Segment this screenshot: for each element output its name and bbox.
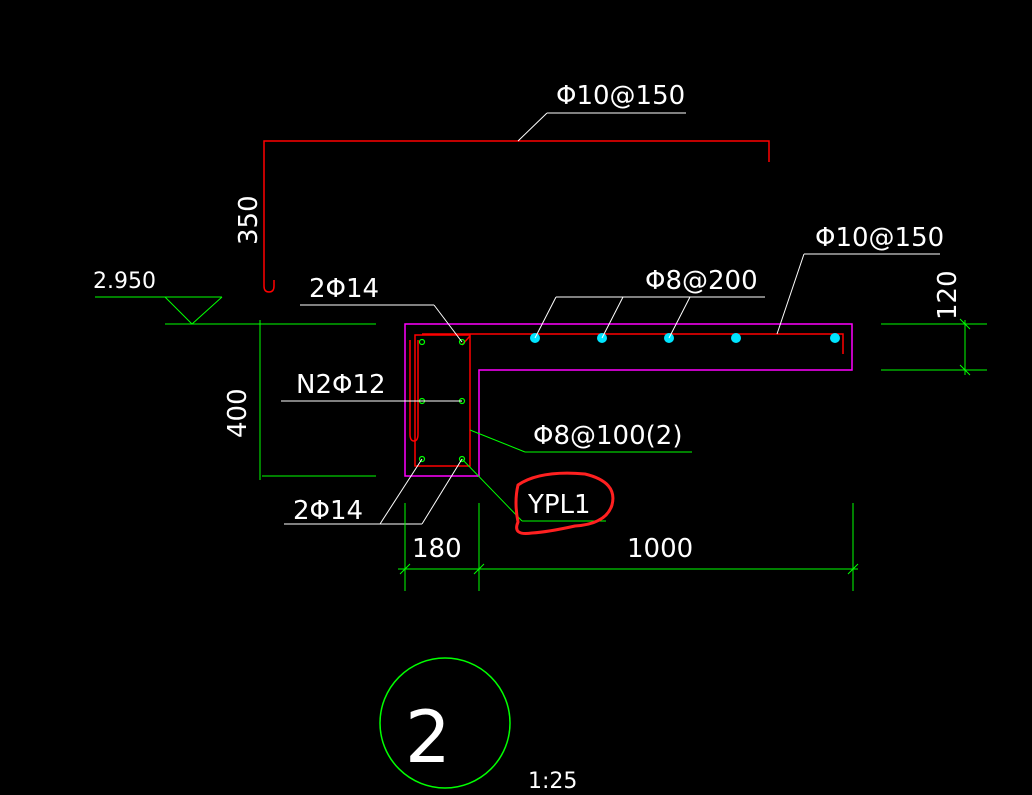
label-top-rebar: Φ10@150 [556,81,685,111]
label-slab-rebar: Φ10@150 [815,223,944,253]
label-scale: 1:25 [528,769,577,794]
leaders-bottom-bars [379,458,463,525]
dim-beam-height [259,320,376,480]
detail-callout-circle [379,657,511,789]
label-slab-length: 1000 [627,534,693,564]
beam-slab-outline [404,323,853,477]
leader-stirrup [469,429,526,453]
dim-slab-thickness [881,318,987,376]
label-beam-height: 400 [223,388,253,438]
label-bottom-bars: 2Φ14 [293,496,363,526]
dim-bottom [398,503,859,591]
label-height-350: 350 [234,195,264,245]
leader-beam-name [461,458,523,522]
slab-bar-dots [530,333,840,343]
label-slab-thickness: 120 [933,270,963,320]
top-bent-rebar [263,140,770,293]
leaders-dist-rebar [534,296,691,339]
label-side-bars: N2Φ12 [296,370,386,400]
slab-top-rebar [422,333,844,354]
leader-top-bars [433,304,463,343]
anchor-rebar [409,340,419,442]
leader-top-rebar [517,112,548,142]
label-dist-rebar: Φ8@200 [645,266,758,296]
label-top-bars: 2Φ14 [309,274,379,304]
label-stirrup: Φ8@100(2) [533,421,682,451]
label-detail-number: 2 [405,695,451,779]
label-beam-width: 180 [412,534,462,564]
label-beam-name: YPL1 [527,490,591,520]
label-elevation: 2.950 [93,269,156,294]
leader-slab-rebar [776,253,805,335]
markup-circle [514,471,615,535]
